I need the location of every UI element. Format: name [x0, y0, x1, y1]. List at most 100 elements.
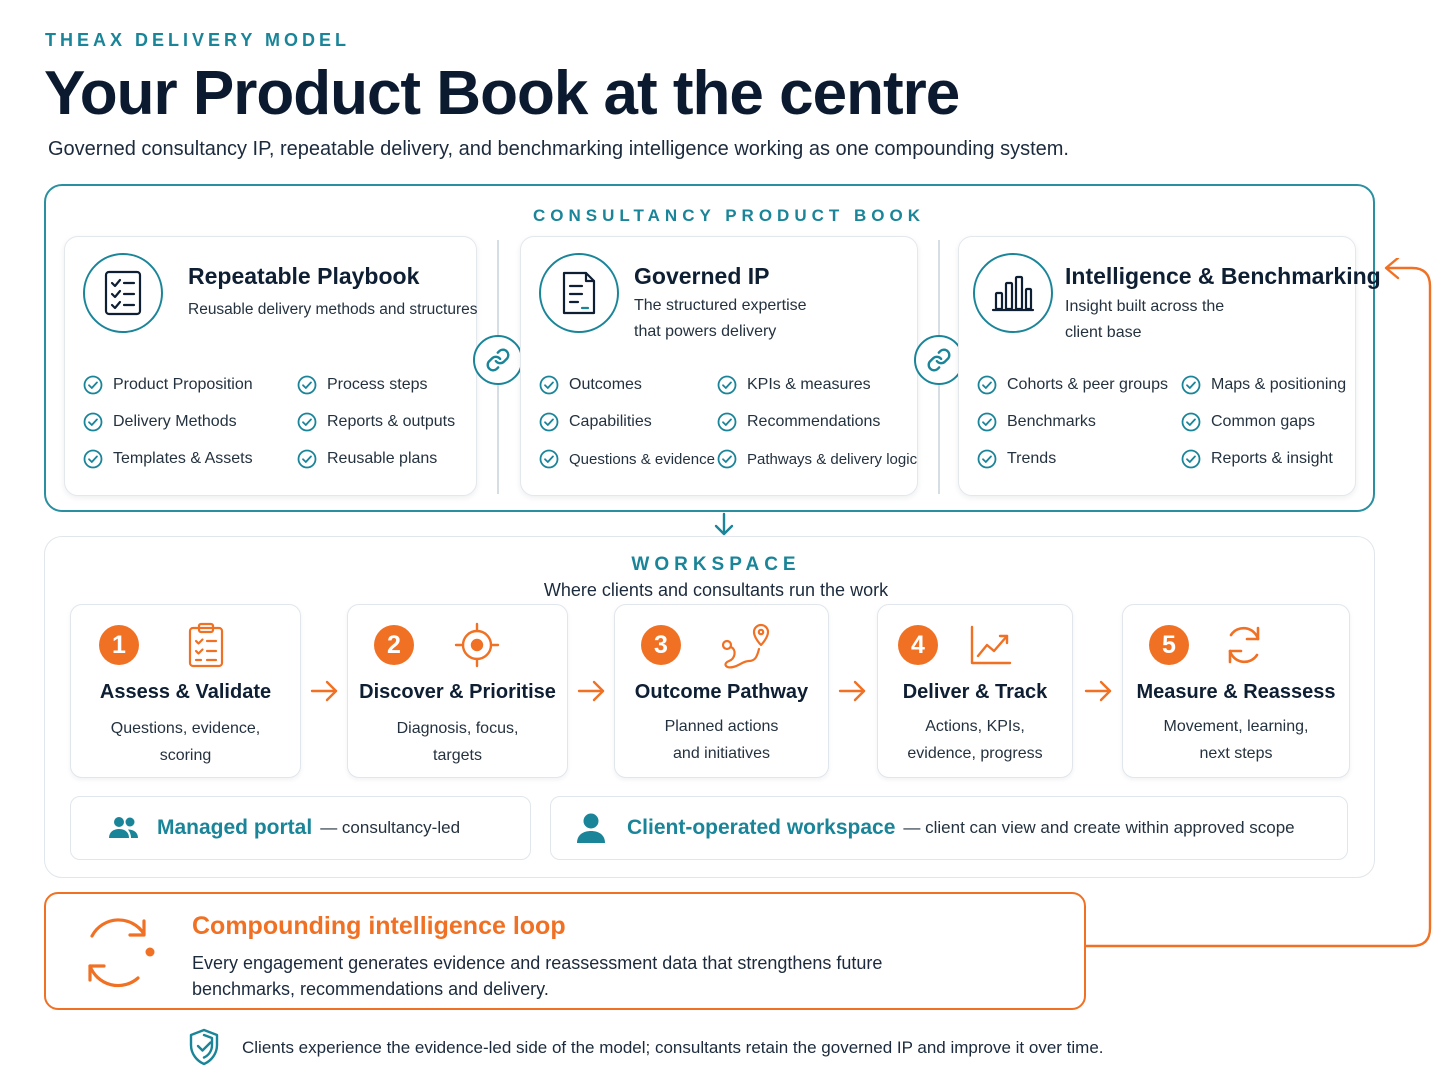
- check-circle-icon: [539, 412, 559, 432]
- eyebrow-label: THEAX DELIVERY MODEL: [45, 30, 351, 50]
- check-circle-icon: [1181, 449, 1201, 469]
- step-number: 2: [374, 625, 414, 665]
- check-item: Cohorts & peer groups: [977, 375, 1168, 395]
- compounding-loop-panel: Compounding intelligence loop Every enga…: [44, 892, 1086, 1010]
- shield-check-icon: [188, 1028, 220, 1071]
- check-circle-icon: [717, 412, 737, 432]
- workspace-subheading: Where clients and consultants run the wo…: [543, 580, 889, 600]
- check-circle-icon: [977, 412, 997, 432]
- step-number: 1: [99, 625, 139, 665]
- feedback-loop-arrow: [1084, 258, 1432, 948]
- step-number: 4: [898, 625, 938, 665]
- loop-description: Every engagement generates evidence and …: [192, 953, 883, 999]
- arrow-right-icon: [1084, 680, 1112, 702]
- step-title: Discover & Prioritise: [359, 681, 556, 703]
- check-item: Trends: [977, 449, 1056, 469]
- check-item: Questions & evidence: [539, 449, 715, 469]
- refresh-icon: [1221, 621, 1267, 669]
- step-description: Diagnosis, focus,targets: [396, 720, 519, 764]
- card-description: Reusable delivery methods and structures: [188, 301, 478, 318]
- bar-chart-icon: [973, 253, 1053, 333]
- mode-description: — consultancy-led: [320, 818, 461, 837]
- check-circle-icon: [1181, 412, 1201, 432]
- card-title: Repeatable Playbook: [188, 263, 420, 289]
- check-circle-icon: [977, 375, 997, 395]
- managed-portal-mode: Managed portal — consultancy-led: [70, 796, 531, 860]
- checklist-icon: [83, 253, 163, 333]
- step-title: Measure & Reassess: [1136, 681, 1336, 703]
- product-book-heading: CONSULTANCY PRODUCT BOOK: [533, 206, 925, 225]
- check-item: Delivery Methods: [83, 412, 237, 432]
- check-item: Reports & outputs: [297, 412, 455, 432]
- step-measure-reassess[interactable]: 5 Measure & Reassess Movement, learning,…: [1122, 604, 1350, 778]
- mode-description: — client can view and create within appr…: [903, 818, 1295, 837]
- step-deliver-track[interactable]: 4 Deliver & Track Actions, KPIs,evidence…: [877, 604, 1073, 778]
- route-icon: [719, 621, 773, 669]
- check-circle-icon: [717, 375, 737, 395]
- check-item: Product Proposition: [83, 375, 253, 395]
- step-title: Deliver & Track: [902, 681, 1048, 703]
- card-description-line2: client base: [1065, 324, 1142, 341]
- check-item: Outcomes: [539, 375, 642, 395]
- check-circle-icon: [297, 375, 317, 395]
- arrow-right-icon: [310, 680, 338, 702]
- check-circle-icon: [297, 449, 317, 469]
- card-description-line1: The structured expertise: [634, 297, 807, 314]
- step-number: 3: [641, 625, 681, 665]
- clipboard-icon: [183, 621, 229, 669]
- mode-title: Client-operated workspace: [627, 816, 896, 839]
- product-book-panel: [44, 184, 1375, 512]
- arrow-right-icon: [577, 680, 605, 702]
- user-icon: [577, 813, 605, 843]
- step-discover-prioritise[interactable]: 2 Discover & Prioritise Diagnosis, focus…: [347, 604, 568, 778]
- page-title: Your Product Book at the centre: [44, 59, 960, 128]
- down-arrow-icon: [714, 512, 734, 536]
- check-circle-icon: [297, 412, 317, 432]
- arrow-right-icon: [838, 680, 866, 702]
- mode-title: Managed portal: [157, 816, 313, 839]
- workspace-heading: WORKSPACE: [631, 554, 801, 575]
- trend-icon: [968, 621, 1014, 669]
- document-icon: [539, 253, 619, 333]
- check-circle-icon: [83, 412, 103, 432]
- check-item: Pathways & delivery logic: [717, 449, 917, 469]
- step-description: Actions, KPIs,evidence, progress: [907, 718, 1043, 762]
- loop-title: Compounding intelligence loop: [192, 912, 566, 940]
- check-item: Maps & positioning: [1181, 375, 1346, 395]
- footer-note: Clients experience the evidence-led side…: [242, 1038, 1104, 1057]
- client-workspace-mode: Client-operated workspace — client can v…: [550, 796, 1348, 860]
- check-item: Reports & insight: [1181, 449, 1333, 469]
- step-title: Outcome Pathway: [634, 681, 809, 703]
- check-item: Common gaps: [1181, 412, 1315, 432]
- link-icon: [473, 335, 523, 385]
- check-circle-icon: [83, 449, 103, 469]
- step-description: Movement, learning,next steps: [1163, 718, 1309, 762]
- team-icon: [109, 816, 139, 840]
- check-circle-icon: [717, 449, 737, 469]
- link-icon: [914, 335, 964, 385]
- check-circle-icon: [83, 375, 103, 395]
- card-intelligence-benchmarking: Intelligence & Benchmarking Insight buil…: [958, 236, 1381, 496]
- card-description-line2: that powers delivery: [634, 323, 777, 340]
- card-governed-ip: Governed IP The structured expertise tha…: [520, 236, 918, 496]
- page-subtitle: Governed consultancy IP, repeatable deli…: [48, 138, 1069, 160]
- check-item: KPIs & measures: [717, 375, 871, 395]
- card-title: Governed IP: [634, 263, 770, 289]
- card-description-line1: Insight built across the: [1065, 298, 1225, 315]
- step-assess-validate[interactable]: 1 Assess & Validate Questions, evidence,…: [70, 604, 301, 778]
- card-title: Intelligence & Benchmarking: [1065, 263, 1381, 289]
- step-number: 5: [1149, 625, 1189, 665]
- check-item: Process steps: [297, 375, 427, 395]
- workspace-panel: [44, 536, 1375, 878]
- check-circle-icon: [977, 449, 997, 469]
- check-item: Recommendations: [717, 412, 880, 432]
- loop-icon: [76, 910, 160, 999]
- check-circle-icon: [1181, 375, 1201, 395]
- step-title: Assess & Validate: [99, 681, 272, 703]
- check-item: Capabilities: [539, 412, 652, 432]
- check-circle-icon: [539, 375, 559, 395]
- target-icon: [454, 621, 500, 669]
- check-item: Templates & Assets: [83, 449, 253, 469]
